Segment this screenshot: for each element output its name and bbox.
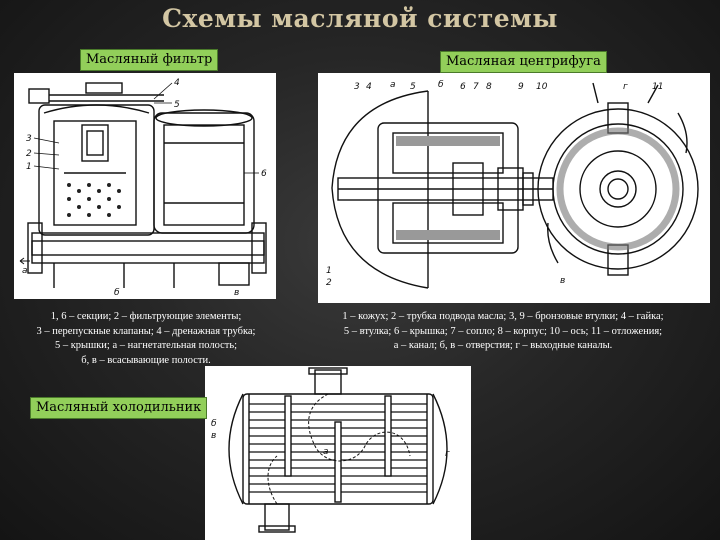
caption-line: 1, 6 – секции; 2 – фильтрующие элементы; — [50, 311, 242, 322]
centrifuge-mark: 3 — [354, 82, 360, 92]
caption-line: 5 – втулка; 6 – крышка; 7 – сопло; 8 – к… — [343, 325, 663, 337]
centrifuge-mark: г — [623, 82, 628, 92]
caption-line: 3 – перепускные клапаны; 4 – дренажная т… — [36, 325, 256, 337]
filter-mark: в — [234, 288, 239, 298]
label-oil-filter: Масляный фильтр — [80, 49, 219, 71]
filter-mark: а — [22, 266, 28, 276]
label-oil-centrifuge: Масляная центрифуга — [440, 51, 607, 73]
oil-centrifuge-caption: 1 – кожух; 2 – трубка подвода масла; 3, … — [302, 310, 704, 354]
oil-centrifuge-diagram: 3 4 а 5 б 6 7 8 9 10 г 11 1 2 в — [318, 73, 710, 303]
centrifuge-mark: 9 — [518, 82, 524, 92]
filter-mark: 6 — [261, 169, 267, 179]
caption-line: б, в – всасывающие полости. — [81, 354, 211, 366]
filter-mark: 1 — [26, 162, 32, 172]
centrifuge-mark: 7 — [473, 82, 479, 92]
filter-mark: 2 — [26, 149, 32, 159]
filter-mark: 5 — [174, 100, 180, 110]
centrifuge-mark: а — [390, 80, 396, 90]
caption-line: 5 – крышки; а – нагнетательная полость; — [54, 340, 238, 351]
centrifuge-mark: в — [560, 276, 565, 286]
centrifuge-mark: 5 — [410, 82, 416, 92]
cooler-mark: б — [211, 419, 217, 429]
centrifuge-mark: 2 — [326, 278, 332, 288]
centrifuge-mark: 4 — [366, 82, 372, 92]
centrifuge-mark: 10 — [536, 82, 548, 92]
caption-line: 1 – кожух; 2 – трубка подвода масла; 3, … — [342, 311, 664, 322]
cooler-mark: в — [211, 431, 216, 441]
cooler-mark: г — [445, 449, 450, 459]
filter-mark: б — [114, 288, 120, 298]
centrifuge-mark: б — [438, 80, 444, 90]
slide-title: Схемы масляной системы — [162, 4, 558, 33]
caption-line: а – канал; б, в – отверстия; г – выходны… — [393, 340, 613, 351]
centrifuge-mark: 8 — [486, 82, 492, 92]
oil-cooler-diagram: б в а г — [205, 366, 471, 540]
oil-filter-caption: 1, 6 – секции; 2 – фильтрующие элементы;… — [0, 310, 292, 368]
filter-mark: 4 — [174, 78, 180, 88]
centrifuge-mark: 11 — [652, 82, 663, 92]
oil-filter-diagram: 4 5 3 2 1 6 а б в — [14, 73, 276, 299]
cooler-mark: а — [323, 447, 329, 457]
label-oil-cooler: Масляный холодильник — [30, 397, 208, 419]
filter-mark: 3 — [26, 134, 32, 144]
centrifuge-mark: 6 — [460, 82, 466, 92]
centrifuge-mark: 1 — [326, 266, 332, 276]
